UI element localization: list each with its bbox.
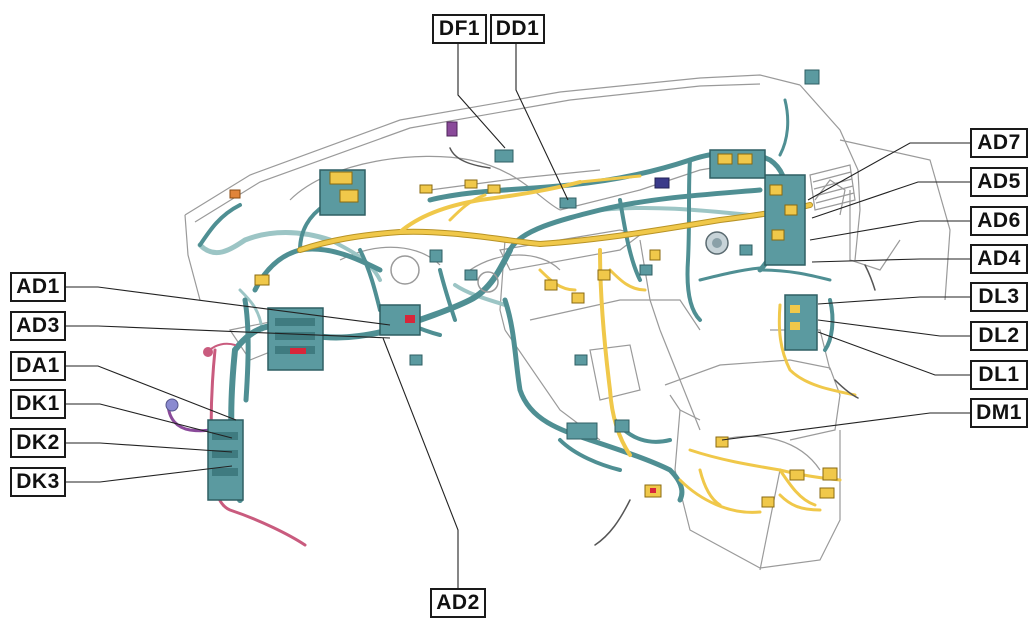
label-ad1: AD1 [10,272,66,302]
harness-yellow [297,174,857,514]
label-dk2: DK2 [10,428,66,458]
label-ad4: AD4 [970,244,1028,274]
label-ad6: AD6 [970,206,1028,236]
label-ad2: AD2 [430,588,486,618]
label-ad3: AD3 [10,311,66,341]
label-dl2: DL2 [970,321,1028,351]
label-dl3: DL3 [970,282,1028,312]
label-dk1: DK1 [10,389,66,419]
label-ad5: AD5 [970,167,1028,197]
dashboard-outline [184,74,951,571]
label-df1: DF1 [432,14,487,44]
leader-lines [66,42,970,588]
label-dd1: DD1 [490,14,545,44]
label-ad7: AD7 [970,128,1028,158]
label-dm1: DM1 [970,398,1028,428]
label-dk3: DK3 [10,467,66,497]
label-dl1: DL1 [970,360,1028,390]
connectors [165,69,838,508]
label-da1: DA1 [10,351,66,381]
